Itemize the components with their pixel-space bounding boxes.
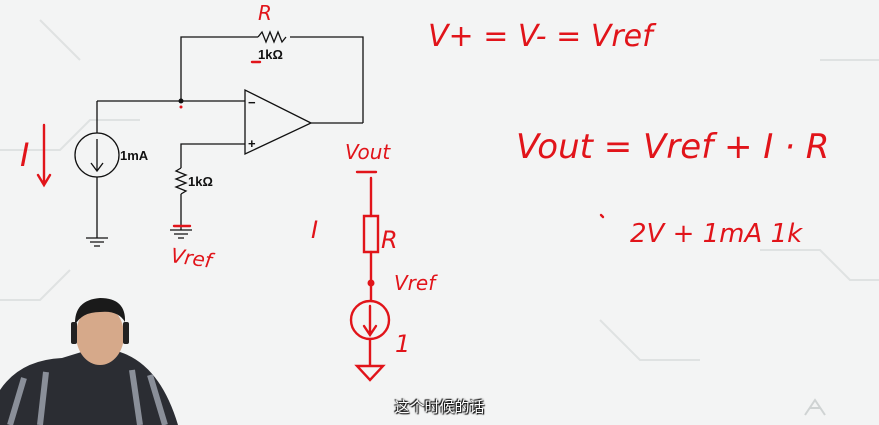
model-vref-label: Vref: [394, 271, 438, 295]
subtitle-caption: 这个时候的话: [394, 398, 485, 416]
r-label: R: [258, 1, 272, 25]
presenter-video: [0, 298, 178, 425]
equation-2: Vout = Vref + I · R: [516, 127, 829, 167]
opamp-minus-label: −: [248, 95, 256, 110]
ground-symbol-mid: [170, 229, 192, 239]
vref-label: Vref: [169, 243, 216, 273]
model-i-label: I: [311, 216, 318, 244]
feedback-resistor-label: 1kΩ: [258, 47, 283, 62]
junction-mark: [179, 105, 183, 109]
opamp-triangle: [244, 88, 313, 156]
ground-resistor-label: 1kΩ: [188, 174, 213, 189]
presenter-hair: [74, 298, 126, 325]
model-source-arrow: [362, 304, 378, 338]
noninv-wire: [180, 143, 245, 168]
model-source-label: 1: [395, 330, 410, 358]
background-pattern: [0, 19, 879, 361]
model-node: [367, 279, 375, 287]
feedback-resistor: [257, 30, 287, 44]
schematic: [74, 30, 364, 247]
current-arrow: [36, 123, 52, 188]
current-source-label: 1mA: [120, 148, 149, 163]
feedback-wire: [180, 36, 258, 101]
vout-label: Vout: [345, 140, 391, 164]
equation-3: 2V + 1mA 1k: [630, 219, 803, 249]
model-r-label: R: [381, 226, 398, 254]
equation-1: V+ = V- = Vref: [428, 19, 657, 54]
ground-resistor: [174, 167, 188, 195]
current-source-arrow: [90, 139, 104, 173]
watermark-icon: [804, 398, 826, 416]
model-ground: [354, 364, 386, 382]
i-label: I: [20, 136, 29, 174]
presenter-face: [76, 305, 124, 365]
model-resistor: [362, 214, 380, 254]
headphones: [71, 322, 77, 344]
junction-dot: [178, 98, 184, 104]
opamp-plus-label: +: [248, 136, 256, 151]
ground-symbol-left: [86, 237, 108, 247]
handwritten-marks: [36, 60, 605, 382]
feedback-wire-right: [290, 36, 364, 123]
